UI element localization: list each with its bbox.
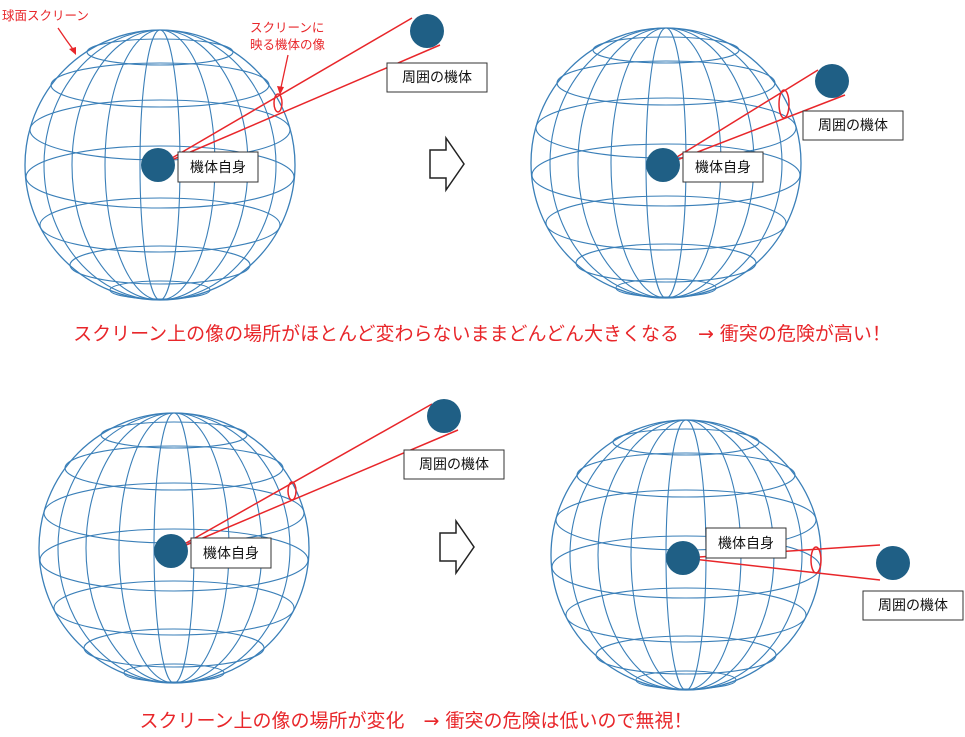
self-label-box — [682, 151, 764, 183]
other-aircraft — [410, 14, 444, 48]
other-aircraft — [427, 399, 461, 433]
sphere-screen-label: 球面スクリーン — [2, 8, 89, 23]
screen-image-ellipse — [273, 93, 283, 113]
other-label-box — [802, 110, 904, 141]
other-label: 周囲の機体 — [818, 118, 888, 134]
other-label: 周囲の機体 — [402, 70, 472, 86]
sight-line-upper — [663, 69, 819, 166]
self-label: 機体自身 — [190, 160, 246, 176]
self-label-box — [705, 527, 787, 559]
other-aircraft — [876, 546, 910, 580]
sight-line-upper — [171, 403, 433, 552]
other-label-box — [386, 62, 488, 93]
panel-bottom-left: 機体自身 周囲の機体 — [38, 399, 505, 684]
other-aircraft — [815, 64, 849, 98]
screen-image-ellipse — [810, 546, 822, 574]
self-aircraft — [646, 148, 680, 182]
self-label-box — [177, 151, 259, 183]
screen-image-label-line1: スクリーンに — [250, 20, 324, 35]
other-label: 周囲の機体 — [419, 457, 489, 473]
self-label: 機体自身 — [695, 160, 751, 176]
panel-bottom-right: 機体自身 周囲の機体 — [550, 419, 964, 691]
sphere-pointer-arrowhead — [69, 47, 76, 55]
self-aircraft — [141, 148, 175, 182]
other-label-box — [862, 590, 964, 621]
panel-top-right: 機体自身 周囲の機体 — [530, 27, 904, 299]
self-aircraft — [666, 541, 700, 575]
self-label-box — [190, 537, 272, 569]
caption-top: スクリーン上の像の場所がほとんど変わらないままどんどん大きくなる → 衝突の危険… — [73, 323, 891, 345]
sight-line-upper — [159, 17, 413, 166]
other-label-box — [403, 449, 505, 480]
panel-top-left: 機体自身 周囲の機体 球面スクリーン スクリーンに 映る機体の像 — [2, 8, 488, 301]
transition-arrow-icon — [439, 518, 475, 576]
self-aircraft — [154, 534, 188, 568]
image-pointer-arrow — [279, 54, 289, 93]
sight-line-lower — [683, 557, 881, 581]
sight-line-lower — [171, 429, 459, 552]
screen-image-label-line2: 映る機体の像 — [250, 37, 326, 52]
self-label: 機体自身 — [718, 536, 774, 552]
caption-bottom: スクリーン上の像の場所が変化 → 衝突の危険は低いので無視！ — [139, 710, 692, 732]
other-label: 周囲の機体 — [878, 598, 948, 614]
transition-arrow-icon — [429, 135, 465, 193]
screen-image-ellipse — [778, 89, 790, 119]
screen-image-ellipse — [287, 481, 297, 501]
self-label: 機体自身 — [203, 546, 259, 562]
image-pointer-arrowhead — [277, 86, 284, 95]
